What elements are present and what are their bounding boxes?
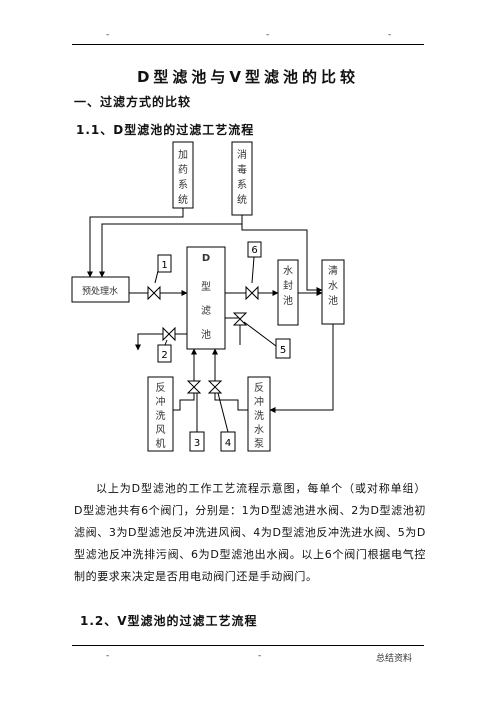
blower-char-3: 风 bbox=[156, 424, 166, 436]
pump-char-2: 洗 bbox=[254, 410, 264, 422]
footer-dot-mid: - bbox=[258, 651, 262, 661]
d-filter-box bbox=[186, 246, 226, 350]
blower-char-0: 反 bbox=[156, 382, 166, 394]
dfilter-char-0: D bbox=[202, 253, 210, 264]
pump-char-0: 反 bbox=[254, 382, 264, 394]
valve-label-box-6 bbox=[247, 241, 262, 258]
valve-label-box-1 bbox=[157, 254, 172, 273]
disinfect-char-1: 毒 bbox=[237, 163, 247, 176]
dosing-char-2: 系 bbox=[178, 179, 188, 191]
clear-char-2: 池 bbox=[328, 294, 338, 307]
dosing-char-0: 加 bbox=[178, 149, 188, 161]
dfilter-char-2: 滤 bbox=[201, 304, 211, 317]
blower-char-1: 冲 bbox=[156, 395, 166, 408]
valve-number-2: 2 bbox=[161, 350, 167, 361]
section-heading-1: 一、过滤方式的比较 bbox=[74, 95, 192, 109]
valve-number-5: 5 bbox=[280, 345, 286, 356]
header-rule bbox=[72, 44, 424, 45]
body-paragraph: 以上为D型滤池的工作工艺流程示意图，每单个（或对称单组）D型滤池共有6个阀门，分… bbox=[74, 482, 426, 583]
disinfect-char-3: 统 bbox=[237, 193, 247, 206]
disinfect-char-0: 消 bbox=[237, 148, 247, 161]
footer-rule bbox=[72, 645, 424, 646]
pump-char-4: 泵 bbox=[254, 438, 264, 450]
header-dot-left: - bbox=[106, 30, 110, 40]
pump-char-1: 冲 bbox=[254, 395, 264, 408]
blower-char-4: 机 bbox=[156, 437, 166, 450]
clear-char-1: 水 bbox=[328, 280, 338, 292]
pretreat-label: 预处理水 bbox=[82, 285, 118, 297]
disinfect-char-2: 系 bbox=[237, 179, 247, 191]
dosing-char-1: 药 bbox=[178, 164, 188, 176]
dosing-char-3: 统 bbox=[178, 193, 188, 206]
seal-char-2: 池 bbox=[283, 294, 293, 307]
section-heading-1-1: 1.1、D型滤池的过滤工艺流程 bbox=[76, 123, 255, 137]
valve-number-4: 4 bbox=[225, 438, 231, 449]
doc-title: D型滤池与V型滤池的比较 bbox=[136, 68, 360, 86]
footer-dot-left: - bbox=[106, 651, 110, 661]
valve-label-box-5 bbox=[275, 338, 291, 359]
backwash-blower-box bbox=[147, 376, 174, 452]
seal-char-1: 封 bbox=[283, 279, 293, 292]
footer-label: 总结资料 bbox=[376, 654, 413, 664]
valve-number-1: 1 bbox=[161, 260, 167, 271]
blower-char-2: 洗 bbox=[156, 410, 166, 422]
header-dot-mid: - bbox=[266, 30, 270, 40]
dfilter-char-3: 池 bbox=[201, 328, 211, 341]
dfilter-char-1: 型 bbox=[201, 280, 211, 293]
clear-char-0: 清 bbox=[328, 264, 338, 277]
section-heading-1-2: 1.2、V型滤池的过滤工艺流程 bbox=[80, 614, 258, 628]
pump-char-3: 水 bbox=[254, 424, 264, 436]
seal-char-0: 水 bbox=[283, 265, 293, 277]
valve-number-6: 6 bbox=[251, 245, 257, 256]
valve-label-box-2 bbox=[157, 344, 172, 363]
header-dot-right: - bbox=[388, 30, 392, 40]
backwash-pump-box bbox=[247, 376, 271, 452]
valve-number-3: 3 bbox=[194, 438, 200, 449]
